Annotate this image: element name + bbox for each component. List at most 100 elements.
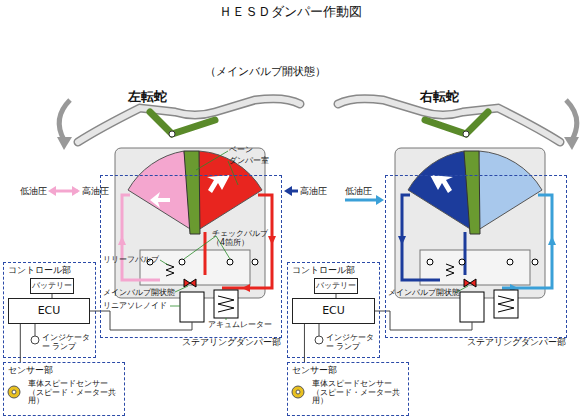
check-valve	[252, 259, 258, 265]
box-label: ECU	[38, 305, 61, 318]
wire-connector	[304, 324, 305, 362]
high-pressure-line	[464, 232, 467, 275]
accumulator	[214, 290, 238, 318]
part-label: （メインバルブ開状態）	[205, 66, 326, 79]
box-label: バッテリー	[32, 281, 72, 290]
part-label: メインバルブ開状態	[103, 288, 175, 297]
part-label: 低油圧	[20, 186, 47, 196]
handlebar	[78, 99, 300, 142]
section-heading: ステアリングダンパー部	[467, 337, 566, 347]
green-linkage	[150, 112, 215, 134]
part-label: 低油圧	[345, 186, 372, 196]
steer-arrow	[59, 100, 70, 140]
part-label: 右転蛇	[420, 90, 459, 105]
indicator-lamp	[31, 336, 39, 344]
box-label: ECU	[322, 305, 345, 318]
accumulator	[494, 290, 518, 318]
lamp-wire	[35, 324, 36, 336]
pressure-arrow-head	[284, 186, 292, 196]
flow-arrow	[398, 236, 406, 245]
check-valve	[532, 259, 538, 265]
damper-housing	[395, 148, 545, 298]
accumulator-spring	[498, 296, 514, 312]
section-heading: コントロール部	[8, 265, 71, 275]
flow-arrow	[430, 175, 453, 193]
check-valve	[227, 259, 233, 265]
battery-box: バッテリー	[30, 278, 74, 294]
ecu-box: ECU	[292, 298, 375, 324]
high-pressure-line	[204, 232, 207, 275]
pressure-arrow-head	[72, 186, 80, 196]
check-valve	[427, 259, 433, 265]
section-heading: センサー部	[8, 365, 53, 375]
linkage-joint	[463, 131, 469, 137]
vane	[464, 151, 480, 234]
relief-valve	[166, 264, 174, 276]
part-label: メインバルブ開状態	[388, 288, 460, 297]
speed-sensor-hub	[12, 390, 16, 394]
part-label: 左転蛇	[128, 90, 167, 105]
linear-solenoid	[460, 292, 484, 322]
flow-arrow	[548, 236, 556, 245]
wire-connector	[90, 311, 100, 312]
steering-damper-section: ステアリングダンパー部	[385, 175, 567, 338]
steer-arrow	[566, 100, 577, 140]
pressure-arrow-head	[48, 186, 56, 196]
part-label: チェックバルブ （4箇所）	[212, 229, 274, 247]
wire-connector	[20, 324, 21, 362]
speed-sensor-icon	[8, 386, 20, 398]
part-label: ダンパー室	[229, 156, 269, 165]
flow-arrow	[118, 236, 126, 245]
damper-housing	[115, 148, 265, 298]
battery-box: バッテリー	[314, 278, 358, 294]
wire-connector	[375, 311, 385, 312]
handlebar-outline	[78, 99, 300, 142]
sensor-label: 車体スピードセンサー （スピード・メーター共用）	[312, 380, 410, 406]
box-label: バッテリー	[316, 281, 356, 290]
low-pressure-chamber	[475, 151, 542, 232]
steer-arrow-head	[57, 137, 72, 150]
flow-arrow	[268, 236, 276, 245]
part-label: インジケーター ランプ	[326, 334, 380, 351]
speed-sensor-icon	[292, 386, 304, 398]
check-valve	[507, 259, 513, 265]
sensor-section: センサー部車体スピードセンサー （スピード・メーター共用）	[287, 362, 409, 416]
lamp-wire	[319, 324, 320, 336]
steer-arrow-head	[564, 137, 579, 150]
right-illustration	[284, 99, 579, 398]
accumulator-spring	[218, 296, 234, 312]
left-illustration	[8, 99, 300, 398]
high-pressure-line	[402, 195, 440, 280]
linkage-joint	[169, 131, 175, 137]
pressure-arrow	[345, 199, 380, 202]
solenoid-wire	[100, 311, 192, 330]
relief-valve	[446, 264, 454, 276]
speed-sensor-hub	[296, 390, 300, 394]
part-label: リリーフバルブ	[103, 255, 159, 264]
part-label: 高油圧	[82, 186, 109, 196]
sensor-label: 車体スピードセンサー （スピード・メーター共用）	[28, 380, 126, 406]
ecu-box: ECU	[8, 298, 90, 324]
green-linkage	[425, 112, 488, 134]
pressure-arrow-head	[376, 195, 384, 205]
low-pressure-line	[122, 195, 160, 280]
part-label: インジケーター ランプ	[42, 334, 96, 351]
section-heading: コントロール部	[292, 265, 355, 275]
low-pressure-line	[502, 195, 552, 288]
check-valve	[179, 259, 185, 265]
part-label: ベーン	[229, 145, 253, 154]
vane	[184, 151, 200, 234]
handlebar-outline	[338, 99, 560, 142]
flow-arrow	[242, 284, 250, 292]
linear-solenoid	[180, 292, 204, 322]
main-valve	[184, 279, 196, 287]
handlebar	[338, 99, 560, 142]
section-heading: センサー部	[292, 365, 337, 375]
indicator-lamp	[315, 336, 323, 344]
sensor-section: センサー部車体スピードセンサー （スピード・メーター共用）	[3, 362, 125, 416]
flow-arrow	[150, 192, 170, 208]
check-valve	[459, 259, 465, 265]
